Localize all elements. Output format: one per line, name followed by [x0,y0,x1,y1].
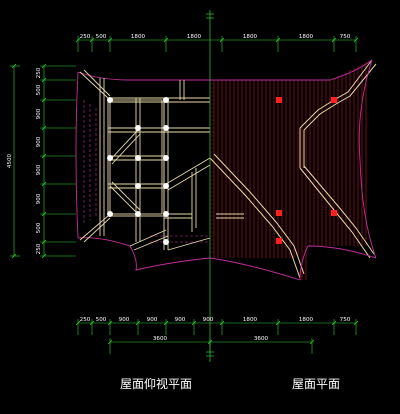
node [331,210,337,216]
dimension-label: 1800 [299,34,314,40]
tick-mark [353,37,359,43]
tick-mark [41,181,47,187]
tick-mark [89,37,95,43]
roof-plan [209,59,377,281]
roof-nodes [276,97,337,244]
dimension-top: 250 500 1800 1800 1800 1800 750 [75,34,359,52]
tick-mark [41,253,47,259]
tick-mark [75,320,81,326]
tick-mark [11,253,17,259]
tick-mark [163,320,169,326]
caption-ceiling-plan: 屋面仰视平面 [120,376,192,391]
node [331,97,337,103]
dimension-label: 900 [36,108,42,119]
column [135,183,141,189]
dimension-label: 3600 [254,336,269,342]
tick-mark [353,320,359,326]
dimension-bottom-row2: 3600 3600 [107,336,315,354]
column [135,155,141,161]
dimension-label: 900 [36,136,42,147]
column [107,211,113,217]
dimension-label: 1800 [243,34,258,40]
dimension-label: 1800 [131,34,146,40]
dimension-label: 250 [36,67,42,78]
column [163,183,169,189]
column [163,97,169,103]
roof-outline [209,59,377,279]
dimension-label: 900 [36,193,42,204]
tick-mark [41,125,47,131]
tick-mark [89,320,95,326]
dimension-label: 1800 [299,317,314,323]
tick-mark [135,320,141,326]
center-axis [206,10,214,362]
tick-mark [41,77,47,83]
tick-mark [331,37,337,43]
tick-mark [41,153,47,159]
eave-outline-left [75,71,211,271]
dimension-label: 500 [96,34,107,40]
dashed-eave-lines [83,100,210,243]
node [276,238,282,244]
dimension-label: 500 [96,317,107,323]
tick-mark [275,320,281,326]
dimension-label: 900 [119,317,130,323]
tick-mark [41,239,47,245]
node [276,210,282,216]
eave-outline-right [209,59,377,281]
tick-mark [331,320,337,326]
tick-mark [107,37,113,43]
dimension-label: 1800 [187,34,202,40]
tick-mark [207,339,213,345]
columns [107,97,169,245]
tick-mark [275,37,281,43]
tick-mark [309,339,315,345]
tick-mark [41,211,47,217]
dimension-label: 500 [36,222,42,233]
tick-mark [219,320,225,326]
dimension-label: 900 [147,317,158,323]
tick-mark [11,63,17,69]
dimension-label: 900 [36,164,42,175]
dimension-label: 900 [175,317,186,323]
tick-mark [41,63,47,69]
caption-roof-plan: 屋面平面 [292,377,340,391]
column [107,97,113,103]
dimension-bottom-row1: 250 500 900 900 900 900 1800 1800 750 [75,317,359,335]
dimension-label: 250 [80,317,91,323]
column [107,155,113,161]
column [135,211,141,217]
column [163,155,169,161]
tick-mark [75,37,81,43]
dimension-left: 250 500 900 900 900 900 500 250 4500 [7,63,76,259]
dimension-label: 1800 [243,317,258,323]
dimension-label: 250 [36,243,42,254]
tick-mark [107,320,113,326]
dimension-label: 3600 [153,336,168,342]
dimension-label: 250 [80,34,91,40]
column [163,125,169,131]
tick-mark [107,339,113,345]
timber-frame [79,69,211,251]
tick-mark [191,320,197,326]
column [163,239,169,245]
node [276,97,282,103]
dimension-label: 500 [36,84,42,95]
column [163,211,169,217]
tick-mark [41,97,47,103]
dimension-label: 900 [203,317,214,323]
column [135,125,141,131]
dimension-label: 750 [340,317,351,323]
dimension-label: 750 [340,34,351,40]
tick-mark [163,37,169,43]
ceiling-plan [75,69,211,271]
tick-mark [219,37,225,43]
dimension-label: 4500 [7,153,13,168]
